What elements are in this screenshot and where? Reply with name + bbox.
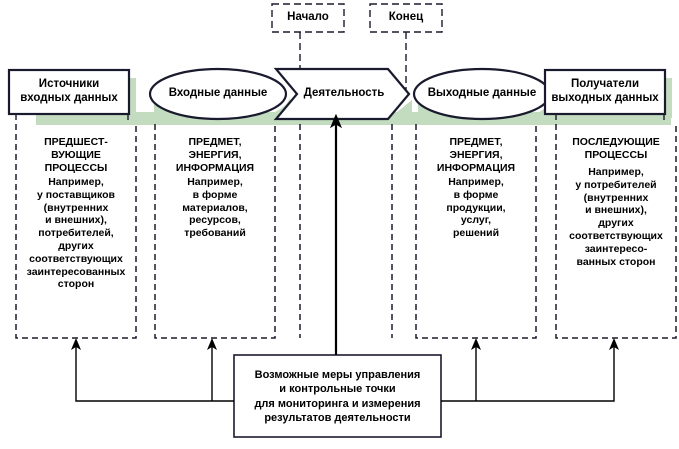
activity-label: Деятельность xyxy=(303,87,385,99)
terminal-end-label: Конец xyxy=(388,11,424,23)
column-input-matter-heading: ПРЕДМЕТ, ЭНЕРГИЯ, ИНФОРМАЦИЯ xyxy=(175,136,255,174)
activity-chevron xyxy=(273,67,411,121)
green-shadow-sources xyxy=(128,78,136,118)
terminal-start-box xyxy=(271,3,345,33)
output-receivers-label: Получатели выходных данных xyxy=(551,78,659,104)
arrow-control-to-subsequent-line xyxy=(441,347,615,402)
input-sources-box xyxy=(7,68,131,116)
arrow-control-to-preceding-line xyxy=(75,347,234,402)
column-subsequent-body: Например, у потребителей (внутренних и в… xyxy=(569,166,663,268)
arrow-control-to-output-matter-head xyxy=(471,338,481,350)
column-input-matter-body: Например, в форме материалов, ресурсов, … xyxy=(182,176,248,240)
column-preceding-heading: ПРЕДШЕСТ- ВУЮЩИЕ ПРОЦЕССЫ xyxy=(44,136,108,174)
arrow-control-to-preceding-head xyxy=(71,338,81,350)
arrow-control-to-activity-head xyxy=(329,113,343,129)
control-measures-box xyxy=(233,354,442,438)
control-measures-label: Возможные меры управления и контрольные … xyxy=(254,369,421,424)
column-output-matter-body: Например, в форме продукции, услуг, реше… xyxy=(446,176,506,240)
arrow-control-to-subsequent-head xyxy=(609,338,619,350)
output-receivers-box xyxy=(543,68,667,116)
column-preceding-body: Например, у поставщиков (внутренних и вн… xyxy=(26,176,126,291)
input-sources-label: Источники входных данных xyxy=(20,78,118,104)
terminal-start-label: Начало xyxy=(287,11,329,23)
arrow-control-to-input-matter-head xyxy=(207,338,217,350)
inputs-label: Входные данные xyxy=(168,87,268,99)
inputs-oval xyxy=(148,67,288,121)
column-output-matter-heading: ПРЕДМЕТ, ЭНЕРГИЯ, ИНФОРМАЦИЯ xyxy=(436,136,516,174)
column-box-input-matter xyxy=(154,124,276,339)
green-shadow-receivers xyxy=(664,78,672,118)
outputs-label: Выходные данные xyxy=(427,87,537,99)
column-subsequent-heading: ПОСЛЕДУЮЩИЕ ПРОЦЕССЫ xyxy=(572,136,660,161)
column-box-subsequent xyxy=(555,124,677,339)
